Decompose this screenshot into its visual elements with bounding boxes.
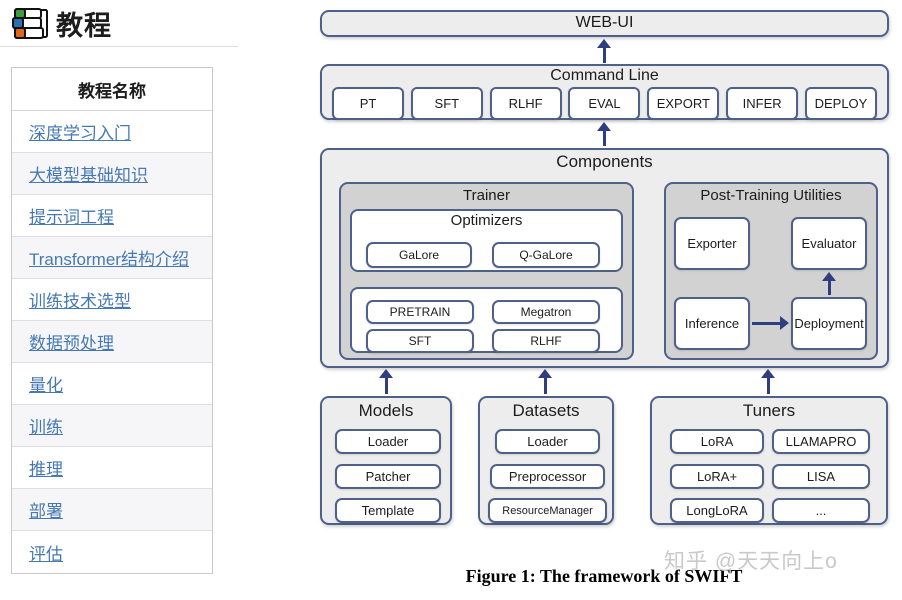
trainer-title: Trainer [463,187,510,204]
train-methods-box: PRETRAIN Megatron SFT RLHF [350,287,623,353]
rlhf-method-box: RLHF [492,329,600,353]
tuners-lora-plus-box: LoRA+ [670,464,764,489]
inference-box: Inference [674,297,750,350]
tutorial-link-evaluation[interactable]: 评估 [29,544,63,564]
tutorial-link-prompt-engineering[interactable]: 提示词工程 [29,208,114,227]
tutorial-link-deep-learning-intro[interactable]: 深度学习入门 [29,124,131,143]
list-item: 训练 [12,405,212,447]
q-galore-box: Q-GaLore [492,242,600,268]
arrow-components-to-commandline [597,122,611,146]
arrow-deployment-to-evaluator [822,272,836,295]
list-item: 提示词工程 [12,195,212,237]
tutorial-link-training[interactable]: 训练 [29,418,63,437]
trainer-box: Trainer Optimizers GaLore Q-GaLore PRETR… [339,182,634,360]
figure-caption: Figure 1: The framework of SWIFT [465,566,743,586]
command-line-title: Command Line [550,67,659,84]
tuners-title: Tuners [742,401,796,420]
components-title: Components [556,152,653,171]
pretrain-box: PRETRAIN [366,300,474,324]
deployment-box: Deployment [791,297,867,350]
components-box: Components Trainer Optimizers GaLore Q-G… [320,148,889,368]
arrow-commandline-to-webui [597,39,611,63]
watermark: 知乎 @天天向上o [664,550,838,573]
command-line-items: PT SFT RLHF EVAL EXPORT INFER DEPLOY [324,87,885,120]
models-patcher-box: Patcher [335,464,441,489]
datasets-resourcemanager-box: ResourceManager [488,498,607,523]
tutorial-link-quantization[interactable]: 量化 [29,376,63,395]
cmd-sft-box: SFT [410,87,483,120]
tuners-lora-box: LoRA [670,429,764,454]
datasets-title: Datasets [512,401,580,420]
models-loader-box: Loader [335,429,441,454]
tuners-llamapro-box: LLAMAPRO [772,429,870,454]
exporter-box: Exporter [674,217,750,270]
post-training-box: Post-Training Utilities Exporter Evaluat… [664,182,878,360]
cmd-deploy-box: DEPLOY [804,87,877,120]
tutorial-link-training-tech-selection[interactable]: 训练技术选型 [29,292,131,311]
list-item: 部署 [12,489,212,531]
list-item: 评估 [12,531,212,573]
arrow-inference-to-deployment [752,316,789,330]
post-training-title: Post-Training Utilities [700,187,842,204]
list-item: 深度学习入门 [12,111,212,153]
models-template-box: Template [335,498,441,523]
tuners-longlora-box: LongLoRA [670,498,764,523]
datasets-preprocessor-box: Preprocessor [490,464,605,489]
command-line-box: Command Line PT SFT RLHF EVAL EXPORT INF… [320,64,889,120]
tutorial-link-llm-basics[interactable]: 大模型基础知识 [29,166,148,185]
tutorial-link-data-preprocessing[interactable]: 数据预处理 [29,334,114,353]
tutorial-link-deployment[interactable]: 部署 [29,502,63,521]
list-item: 训练技术选型 [12,279,212,321]
tutorial-table-header: 教程名称 [12,68,212,111]
tutorial-table: 教程名称 深度学习入门 大模型基础知识 提示词工程 Transformer结构介… [11,67,213,574]
models-title: Models [358,401,414,420]
arrow-datasets-to-components [538,369,552,394]
cmd-rlhf-box: RLHF [489,87,562,120]
megatron-box: Megatron [492,300,600,324]
list-item: 量化 [12,363,212,405]
webui-label: WEB-UI [575,14,634,31]
list-item: 推理 [12,447,212,489]
models-box: Models Loader Patcher Template [320,396,452,525]
cmd-infer-box: INFER [726,87,799,120]
title-divider [0,46,238,47]
webui-box: WEB-UI [320,10,889,37]
datasets-loader-box: Loader [495,429,600,454]
cmd-export-box: EXPORT [647,87,720,120]
page-title: 教程 [56,11,112,41]
cmd-pt-box: PT [332,87,404,120]
tuners-lisa-box: LISA [772,464,870,489]
list-item: 大模型基础知识 [12,153,212,195]
list-item: Transformer结构介绍 [12,237,212,279]
evaluator-box: Evaluator [791,217,867,270]
galore-box: GaLore [366,242,472,268]
tutorial-link-inference[interactable]: 推理 [29,460,63,479]
arrow-models-to-components [379,369,393,394]
arrow-tuners-to-components [761,369,775,394]
sft-method-box: SFT [366,329,474,353]
datasets-box: Datasets Loader Preprocessor ResourceMan… [478,396,614,525]
tutorial-link-transformer-structure[interactable]: Transformer结构介绍 [29,250,189,269]
tuners-more-box: ... [772,498,870,523]
tuners-box: Tuners LoRA LLAMAPRO LoRA+ LISA LongLoRA… [650,396,888,525]
list-item: 数据预处理 [12,321,212,363]
books-icon [12,7,50,40]
optimizers-box: Optimizers GaLore Q-GaLore [350,209,623,272]
optimizers-title: Optimizers [450,212,523,229]
cmd-eval-box: EVAL [568,87,641,120]
